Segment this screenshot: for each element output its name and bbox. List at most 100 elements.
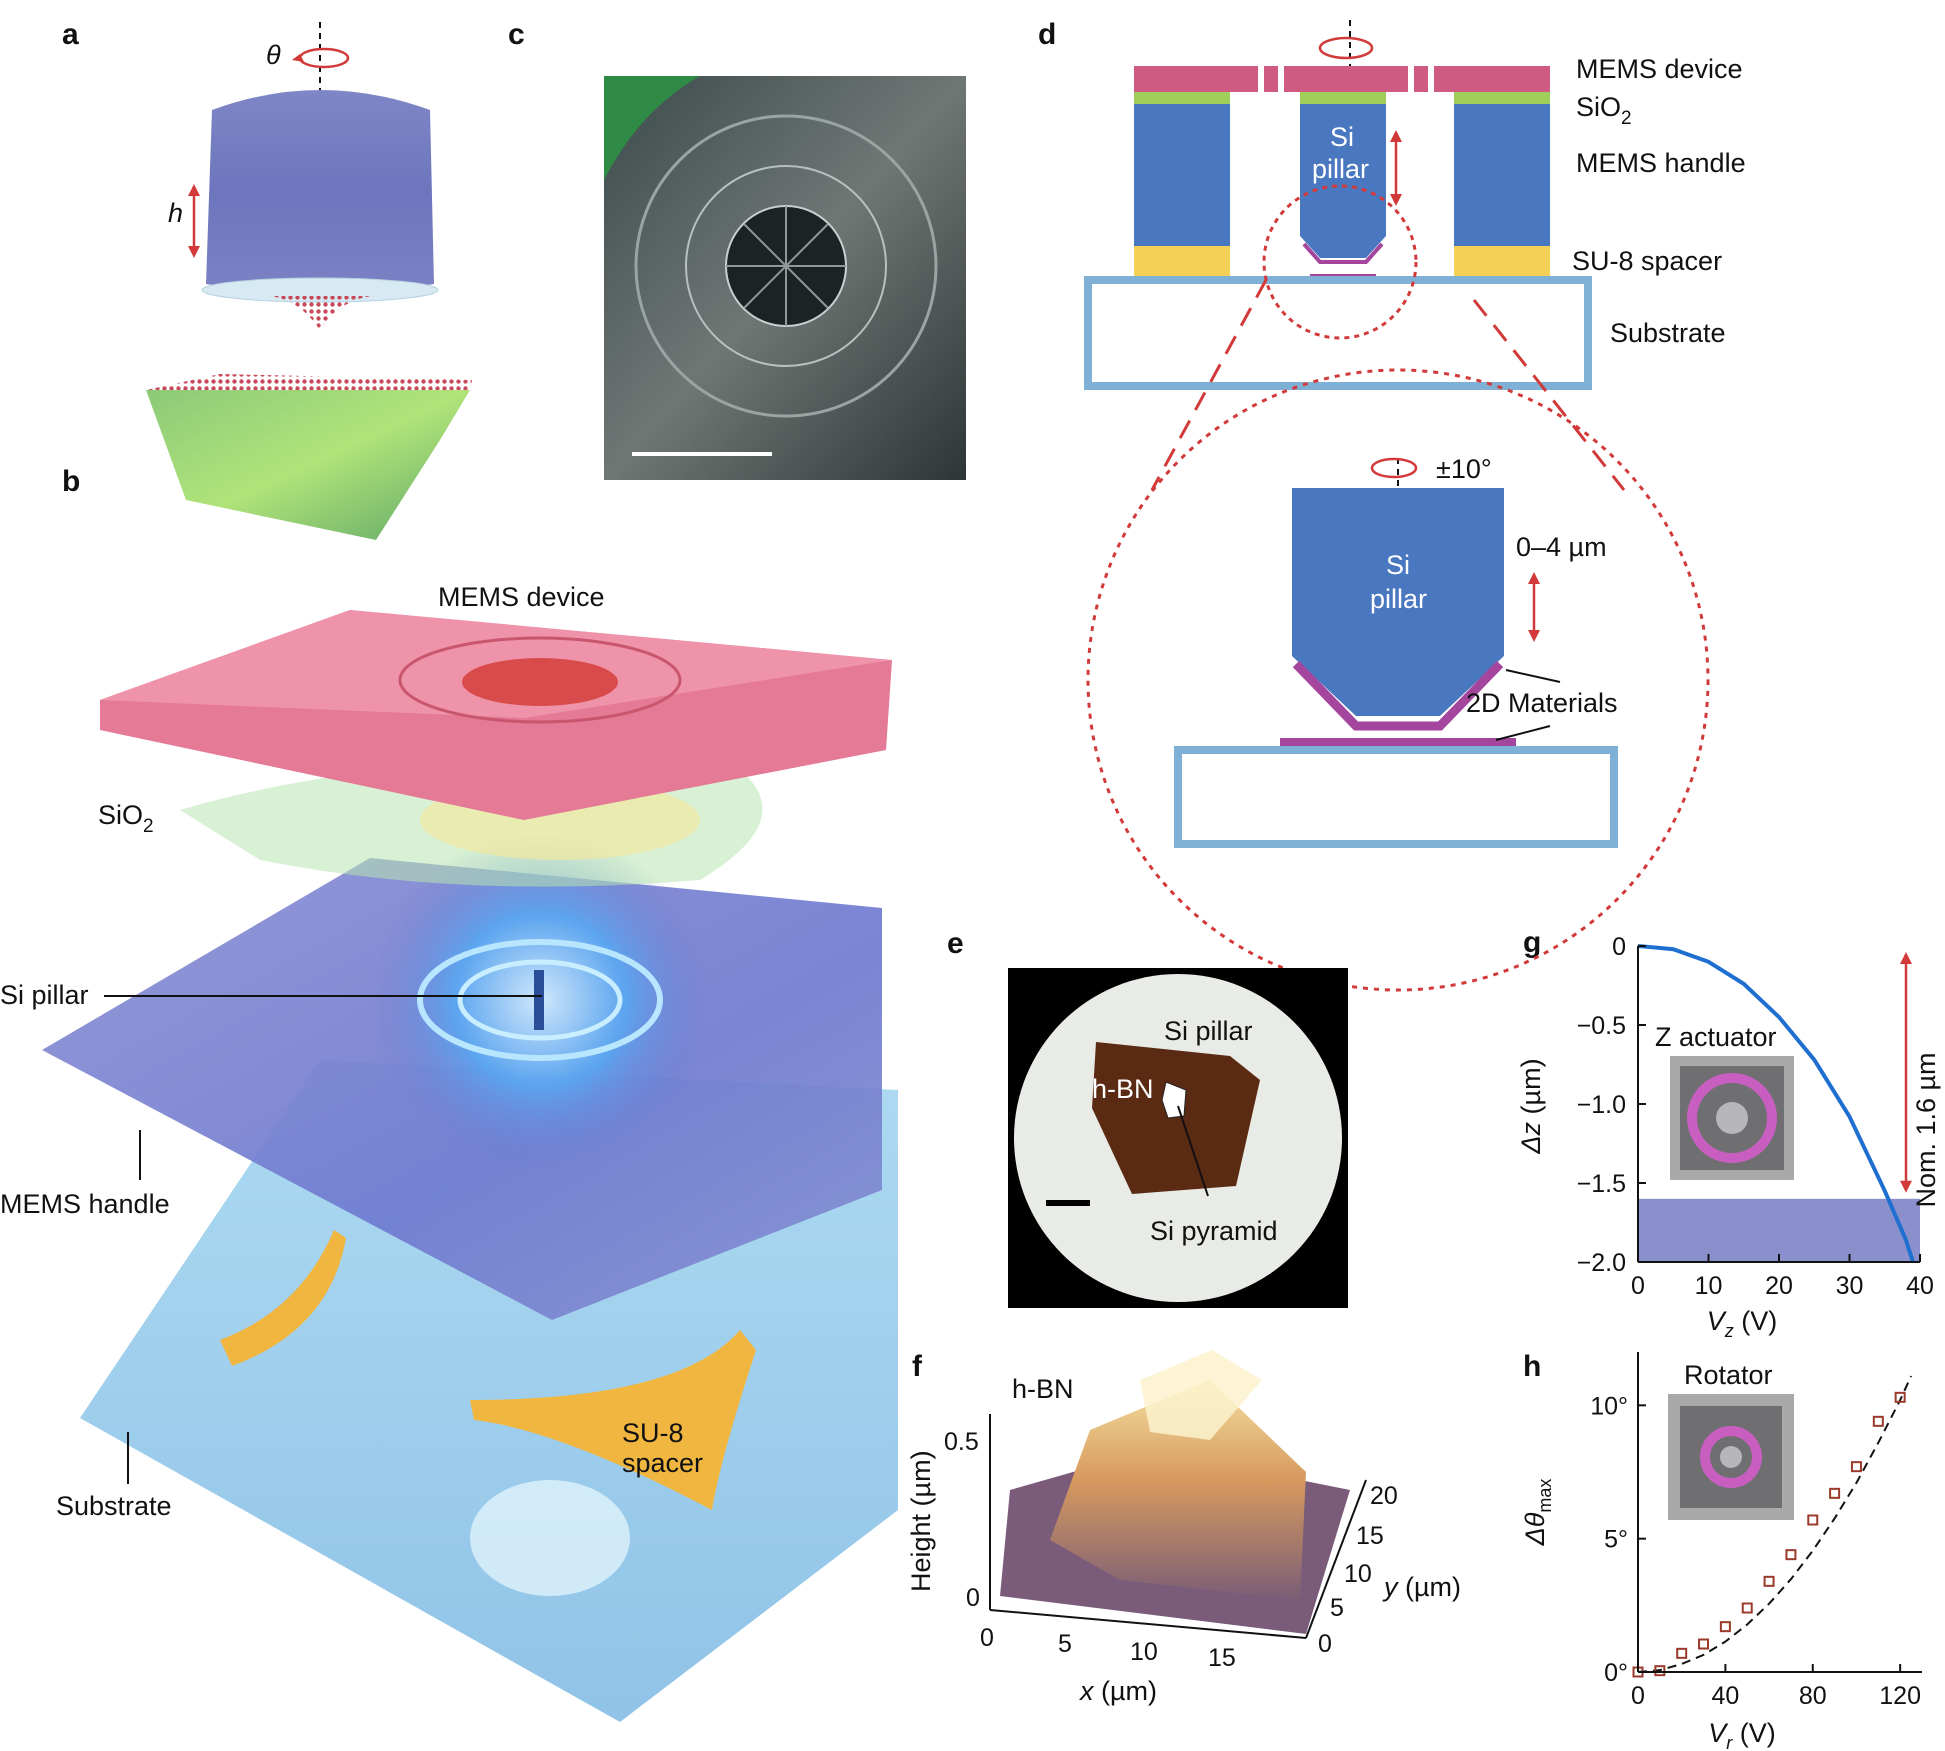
- f-ztick-1: 0: [966, 1584, 980, 1612]
- e-hbn-flake: [1092, 1042, 1260, 1194]
- d-sio2-right: [1454, 92, 1550, 104]
- si-pillar-3d: [534, 970, 544, 1030]
- g-inset-center: [1716, 1102, 1748, 1134]
- photo-pcb-corner: [604, 76, 700, 180]
- e-pyramid-leader: [1177, 1105, 1209, 1197]
- d-rotation-arrow: [1318, 36, 1374, 60]
- d-mems-seg-2: [1264, 66, 1278, 92]
- f-surface-peak: [1140, 1350, 1262, 1440]
- h-data-point: [1785, 1549, 1797, 1561]
- mems-device-rotor: [462, 658, 618, 706]
- d2-substrate-2d-layer: [1280, 738, 1516, 746]
- g-y-tick-label: −2.0: [1577, 1249, 1626, 1277]
- h-x-tick-label: 120: [1879, 1682, 1921, 1710]
- h-y-tick-label: 0°: [1604, 1659, 1628, 1687]
- d-label-substrate: Substrate: [1610, 318, 1726, 348]
- d-label-mems-device: MEMS device: [1576, 54, 1743, 84]
- photo-outer-ring: [634, 114, 938, 418]
- label-su8-line1: SU-8: [622, 1418, 684, 1448]
- g-x-tick-label: 40: [1906, 1272, 1934, 1300]
- h-x-tick-label: 80: [1799, 1682, 1827, 1710]
- panel-b: MEMS device SiO2 Si pillar MEMS handle S…: [0, 582, 898, 1722]
- g-xlabel-sub: z: [1724, 1321, 1734, 1341]
- d2-rotation-arrow: [1370, 457, 1418, 479]
- h-data-point: [1850, 1461, 1862, 1473]
- handle-inner-ring: [457, 959, 623, 1041]
- h-fit-curve: [1637, 1375, 1913, 1673]
- f-ytick-0: 20: [1370, 1482, 1398, 1510]
- label-sio2-prefix: SiO: [98, 800, 143, 830]
- g-inset-z-actuator: [1670, 1056, 1794, 1180]
- h-data-point: [1872, 1415, 1884, 1427]
- h-data-point: [1698, 1638, 1710, 1650]
- panel-a: θ h: [146, 22, 472, 540]
- h-x-tick-label: 40: [1711, 1682, 1739, 1710]
- pillar-tip-atoms: [270, 296, 372, 330]
- substrate-dome: [470, 1480, 630, 1596]
- d2-label-materials: 2D Materials: [1466, 688, 1618, 718]
- f-xlabel-unit: (µm): [1094, 1676, 1158, 1706]
- d-pillar-2d-layer: [1302, 242, 1384, 264]
- d-travel-arrow-up: [1390, 130, 1402, 142]
- h-y-tick-label: 5°: [1604, 1526, 1628, 1554]
- d2-substrate: [1174, 746, 1618, 848]
- panel-label-c: c: [508, 18, 525, 51]
- g-y-tick-label: 0: [1612, 933, 1626, 961]
- mems-device-ring: [398, 636, 682, 724]
- d-zoom-line-left: [1150, 279, 1268, 491]
- height-label: h: [168, 198, 183, 228]
- height-arrowhead-down: [188, 246, 200, 258]
- d-label-mems-handle: MEMS handle: [1576, 148, 1746, 178]
- d-zoom-circle-small: [1262, 184, 1418, 340]
- h-data-point: [1741, 1602, 1753, 1614]
- g-x-tick-label: 20: [1765, 1272, 1793, 1300]
- g-y-tick-label: −0.5: [1577, 1012, 1626, 1040]
- d2-label-pillar: pillar: [1370, 584, 1427, 614]
- handle-ring: [417, 939, 663, 1061]
- e-label-hbn: h-BN: [1092, 1074, 1154, 1104]
- d-su8-left: [1134, 246, 1230, 276]
- h-data-point: [1654, 1665, 1666, 1677]
- g-x-tick-label: 0: [1631, 1272, 1645, 1300]
- label-su8-line2: spacer: [622, 1448, 703, 1478]
- e-label-si-pyramid: Si pyramid: [1150, 1216, 1278, 1246]
- g-xlabel-unit: (V): [1734, 1306, 1778, 1336]
- d-handle-left: [1134, 104, 1230, 246]
- d2-travel-arrow-up: [1528, 572, 1540, 584]
- height-arrowhead-up: [188, 184, 200, 196]
- f-ytick-3: 5: [1330, 1594, 1344, 1622]
- d2-materials-leader-1: [1505, 669, 1561, 683]
- panel-label-f: f: [912, 1350, 923, 1383]
- f-ylabel: y (µm): [1382, 1572, 1461, 1602]
- h-series-points: [1632, 1391, 1906, 1678]
- d-zoom-line-right: [1472, 299, 1626, 491]
- g-inset-label: Z actuator: [1655, 1022, 1777, 1052]
- d-travel-arrow-down: [1390, 194, 1402, 206]
- g-ylabel-var: Δz: [1516, 1121, 1546, 1154]
- label-mems-handle: MEMS handle: [0, 1189, 170, 1219]
- d-label-si: Si: [1330, 122, 1354, 152]
- d-mems-seg-1: [1134, 66, 1258, 92]
- h-inset-ring: [1700, 1426, 1762, 1488]
- f-surface-pyramid: [1050, 1380, 1306, 1600]
- f-ylabel-var: y: [1382, 1572, 1399, 1602]
- label-sio2-sub: 2: [143, 816, 154, 837]
- photo-spokes: [726, 206, 846, 326]
- e-scale-bar: [1046, 1200, 1090, 1206]
- f-title: h-BN: [1012, 1374, 1074, 1404]
- h-data-point: [1719, 1621, 1731, 1633]
- photo-mid-ring: [685, 165, 887, 367]
- d-mems-seg-5: [1434, 66, 1550, 92]
- f-y-axis: [1305, 1479, 1367, 1639]
- d2-label-travel: 0–4 µm: [1516, 532, 1607, 562]
- f-ylabel-unit: (µm): [1398, 1572, 1462, 1602]
- label-substrate: Substrate: [56, 1491, 172, 1521]
- g-annotation-label: Nom. 1.6 µm: [1911, 1052, 1941, 1207]
- substrate-block: [146, 390, 470, 540]
- g-x-tick-label: 10: [1695, 1272, 1723, 1300]
